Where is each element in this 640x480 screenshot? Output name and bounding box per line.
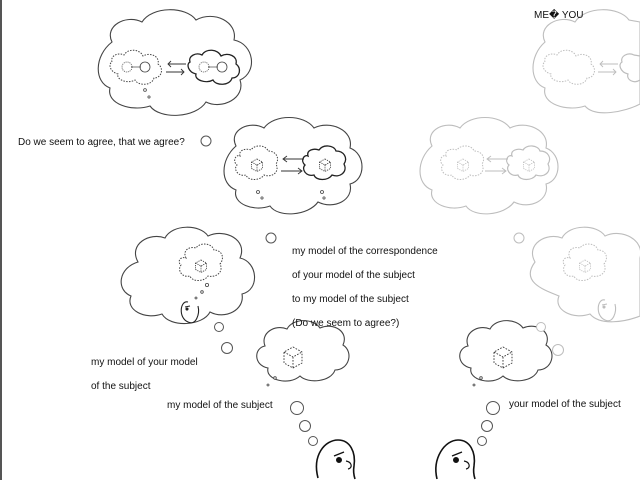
you-face-icon [435,439,476,480]
me-thought-bubbles [290,401,318,446]
left-border-line [0,0,2,480]
me-thought-stack [97,9,363,480]
label-line: of the subject [91,381,151,392]
label-agree-question: Do we seem to agree, that we agree? [18,137,185,148]
label-my-model-of-subject: my model of the subject [167,400,273,411]
cloud-my-model-of-your-model [120,226,256,325]
you-thought-bubbles [477,401,500,446]
me-face-icon [315,439,356,480]
label-line: of your model of the subject [292,270,415,281]
label-correspondence: my model of the correspondence of your m… [292,234,438,342]
cloud-my-model-of-subject [256,320,350,387]
you-thought-stack [419,9,640,480]
label-your-model-of-subject: your model of the subject [509,399,621,410]
label-my-model-of-your-model: my model of your model of the subject [91,345,198,405]
cloud-your-model-of-subject [459,320,553,387]
cloud-correspondence [223,117,363,215]
label-line: to my model of the subject [292,294,409,305]
label-line: (Do we seem to agree?) [292,318,400,329]
header-me-you: ME� YOU [534,10,584,21]
label-line: my model of your model [91,357,198,368]
label-line: my model of the correspondence [292,246,438,257]
you-faded-clouds [419,9,640,356]
cloud-agree-on-agree [97,9,253,116]
